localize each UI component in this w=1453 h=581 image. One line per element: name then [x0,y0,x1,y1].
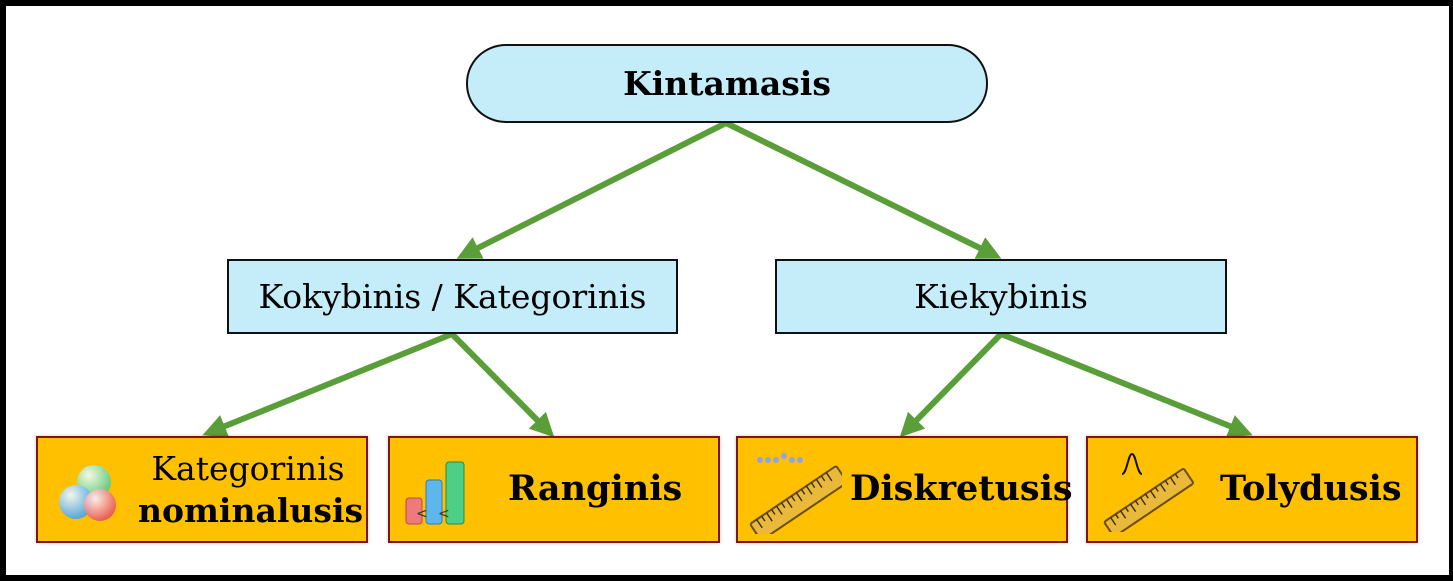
node-quantitative-label: Kiekybinis [914,277,1088,316]
edge-root-to-quantitative [724,120,1002,259]
node-quantitative: Kiekybinis [775,259,1227,334]
node-nominal-text: Kategorinis nominalusis [138,448,364,532]
node-ordinal-label: Ranginis [508,468,683,509]
node-discrete: Diskretusis [736,436,1073,543]
node-qualitative-label: Kokybinis / Kategorinis [258,277,647,316]
edge-quantitative-to-discrete [899,331,1004,438]
node-continuous-label: Tolydusis [1220,468,1402,509]
node-nominal-line1: Kategorinis [151,449,345,488]
node-nominal-line2: nominalusis [138,491,364,530]
venn-spheres-icon [56,462,120,528]
edge-root-to-qualitative [456,120,728,259]
node-discrete-label: Diskretusis [850,468,1073,509]
edge-qualitative-to-nominal [202,331,454,438]
node-variable: Kintamasis [466,44,988,123]
node-ordinal: < < Ranginis [388,436,720,543]
edge-quantitative-to-continuous [999,331,1253,438]
ranked-bars-icon: < < [404,458,470,530]
edge-qualitative-to-ordinal [449,331,555,438]
svg-text:<: < [438,506,450,522]
ruler-curve-icon [1100,450,1196,538]
node-variable-label: Kintamasis [623,64,831,103]
node-continuous: Tolydusis [1086,436,1418,543]
node-qualitative: Kokybinis / Kategorinis [227,259,678,334]
ruler-dots-icon [746,452,848,541]
node-nominal: Kategorinis nominalusis [36,436,368,543]
svg-text:<: < [416,506,428,522]
